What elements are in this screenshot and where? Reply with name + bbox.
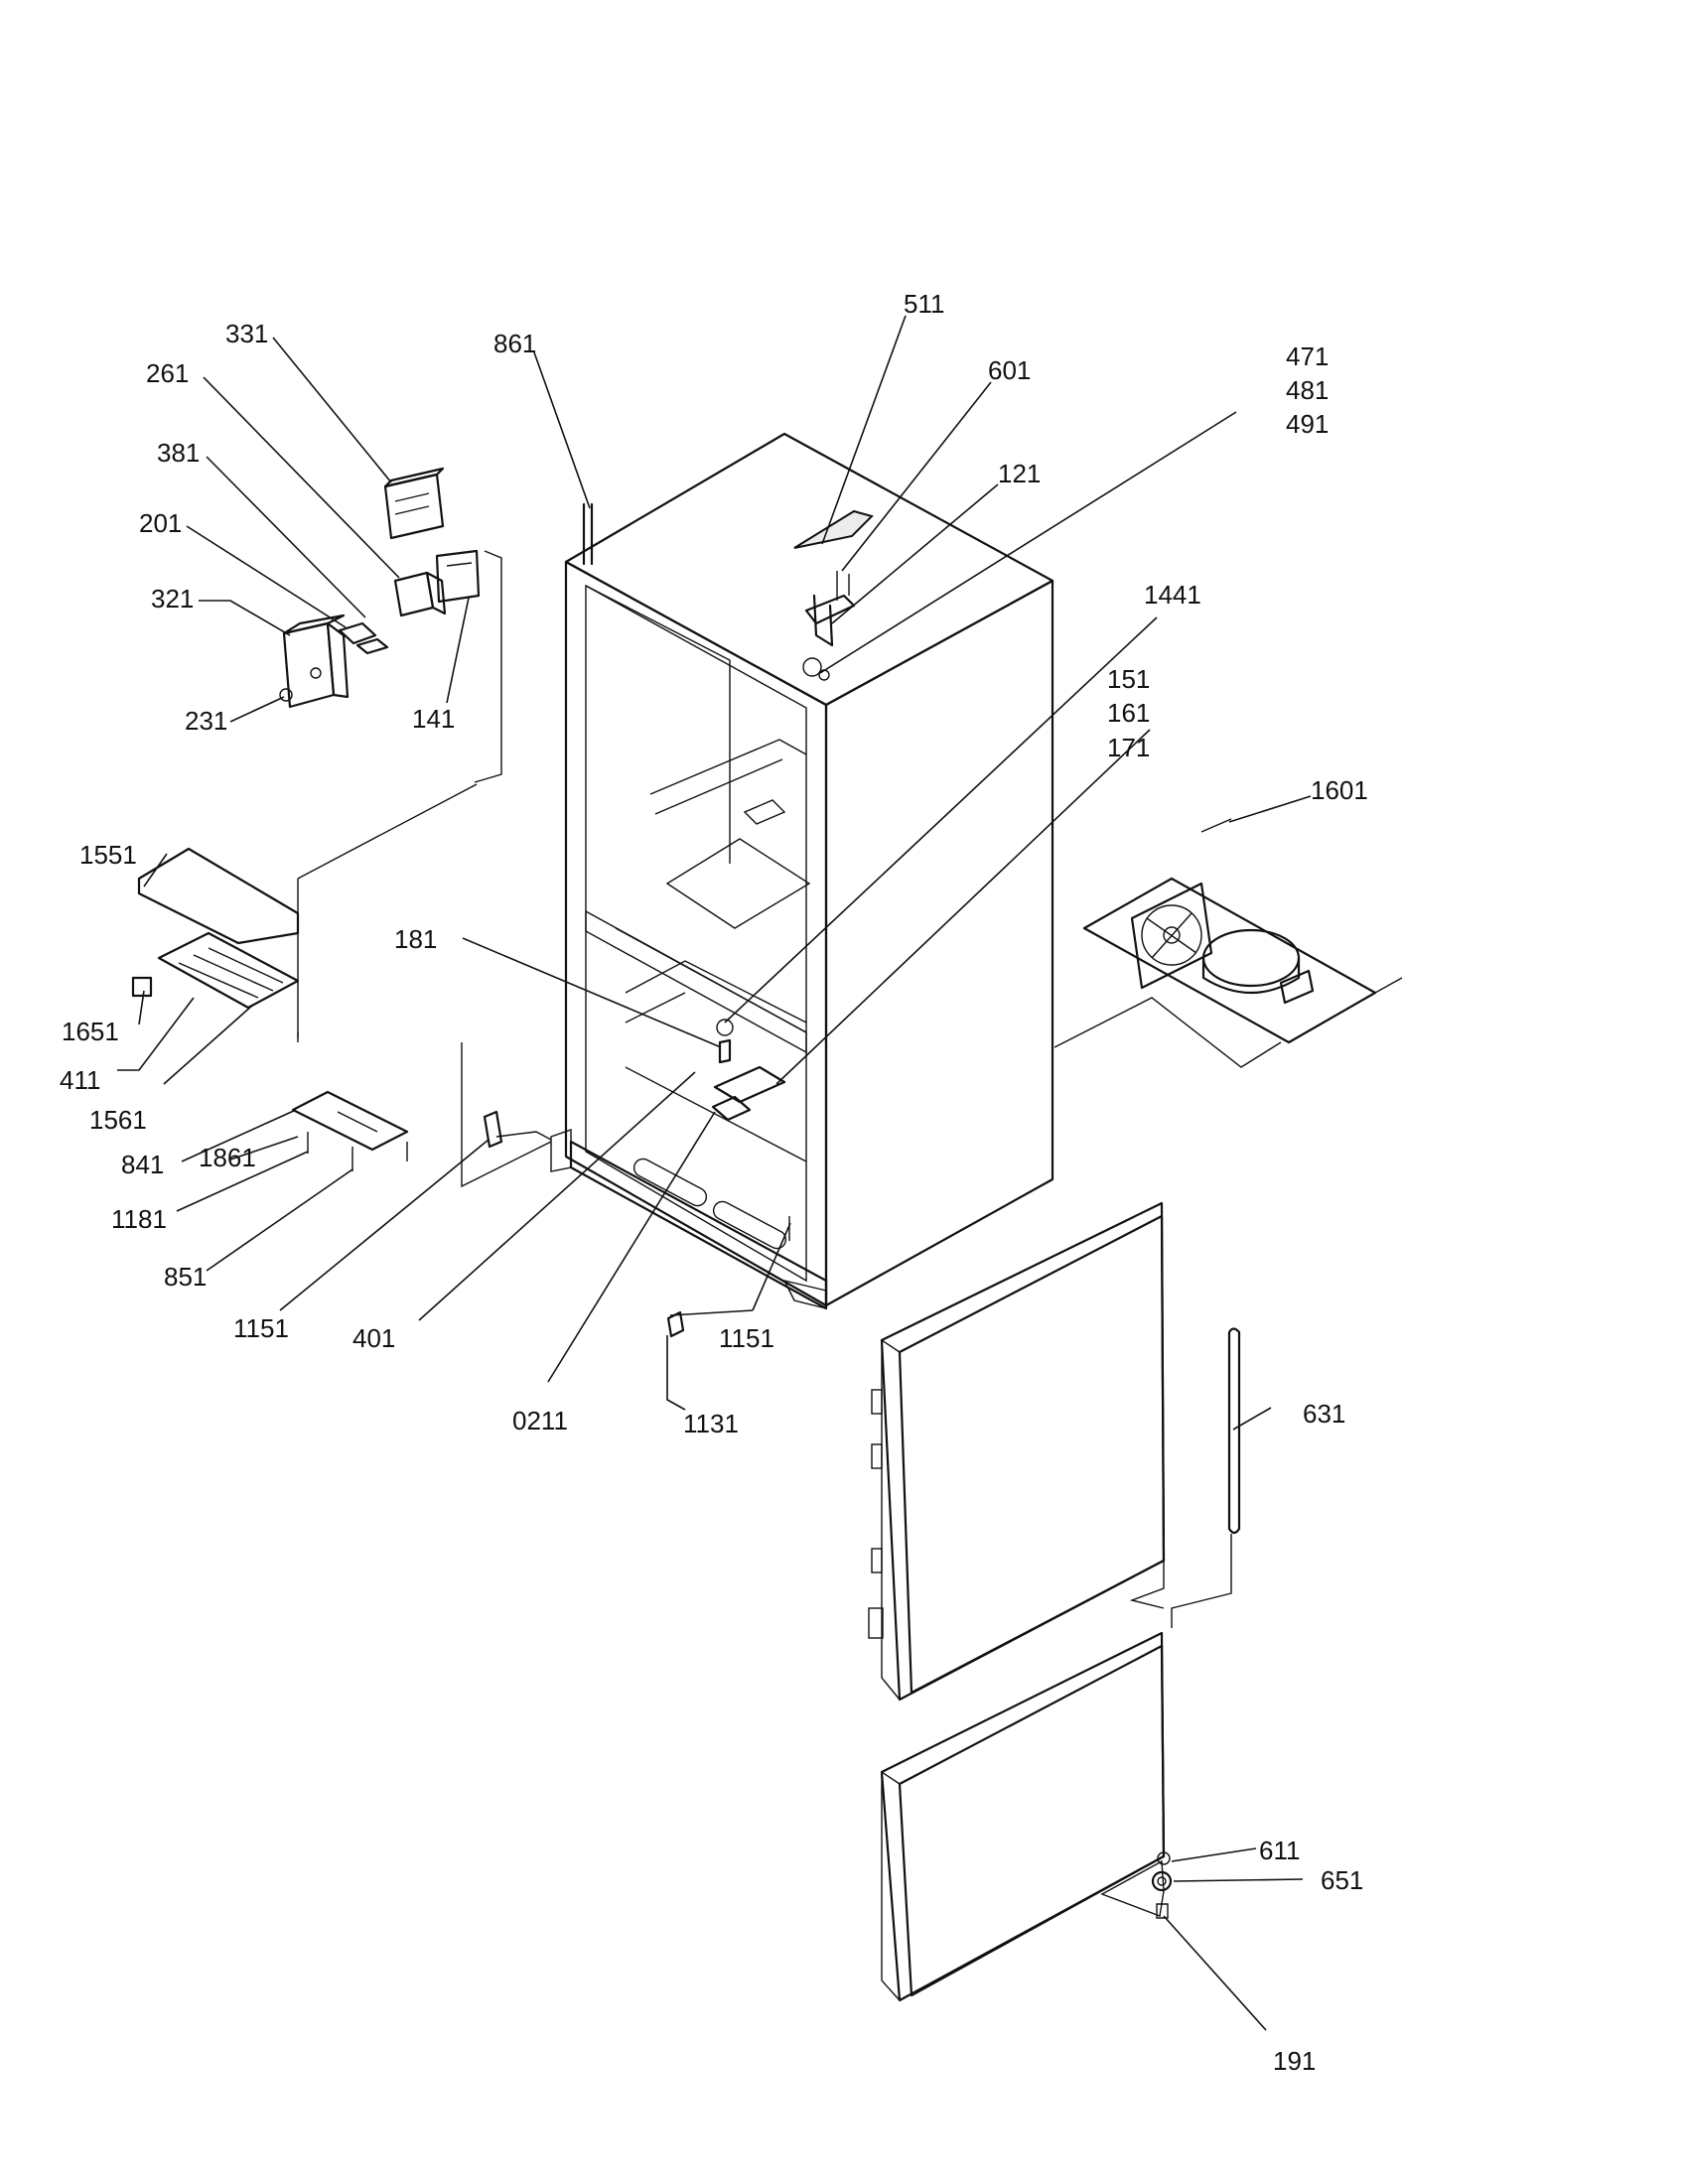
label-1151b: 1151: [719, 1323, 774, 1353]
label-1181: 1181: [111, 1204, 167, 1234]
refrigerator-cabinet: [550, 432, 1054, 1310]
label-851: 851: [164, 1262, 207, 1292]
top-hinge-121: [802, 571, 856, 681]
label-181: 181: [394, 924, 437, 954]
label-481: 481: [1286, 375, 1329, 405]
compressor-assembly: [1053, 818, 1403, 1068]
label-841: 841: [121, 1150, 164, 1179]
label-1561: 1561: [89, 1105, 147, 1135]
label-1601: 1601: [1311, 775, 1368, 805]
hinge-cover-511: [793, 509, 874, 549]
label-321: 321: [151, 584, 194, 614]
label-231: 231: [185, 706, 227, 736]
label-1651: 1651: [62, 1017, 119, 1046]
label-471: 471: [1286, 341, 1329, 371]
label-141: 141: [412, 704, 455, 734]
label-1861: 1861: [199, 1143, 256, 1172]
label-331: 331: [225, 319, 268, 348]
label-0211: 0211: [512, 1406, 568, 1435]
label-1441: 1441: [1144, 580, 1201, 610]
label-161: 161: [1107, 698, 1150, 728]
label-171: 171: [1107, 733, 1150, 762]
door-gasket-631: [1171, 1327, 1241, 1628]
label-151: 151: [1107, 664, 1150, 694]
lower-left-bracket: [461, 1042, 552, 1188]
label-631: 631: [1303, 1399, 1345, 1429]
vertical-rod-861: [582, 502, 594, 566]
control-panel-group: [279, 467, 502, 783]
label-381: 381: [157, 438, 200, 468]
label-861: 861: [493, 329, 536, 358]
label-651: 651: [1321, 1865, 1363, 1895]
leader-lines: [117, 315, 1312, 2031]
label-611: 611: [1259, 1836, 1300, 1865]
label-491: 491: [1286, 409, 1329, 439]
label-1151a: 1151: [233, 1313, 289, 1343]
label-401: 401: [352, 1323, 395, 1353]
label-261: 261: [146, 358, 189, 388]
left-bracket-group: [131, 783, 478, 1171]
label-1551: 1551: [79, 840, 137, 870]
label-201: 201: [139, 508, 182, 538]
center-parts: [666, 1019, 790, 1338]
label-601: 601: [988, 355, 1031, 385]
label-411: 411: [60, 1065, 100, 1095]
label-191: 191: [1273, 2046, 1316, 2076]
lower-door: [880, 1631, 1173, 2002]
label-1131: 1131: [683, 1409, 739, 1438]
part-number-labels: 331 261 381 201 321 231 141 861 511 601 …: [60, 289, 1368, 2076]
upper-door: [868, 1201, 1166, 1702]
label-121: 121: [998, 459, 1041, 488]
label-511: 511: [904, 289, 944, 319]
